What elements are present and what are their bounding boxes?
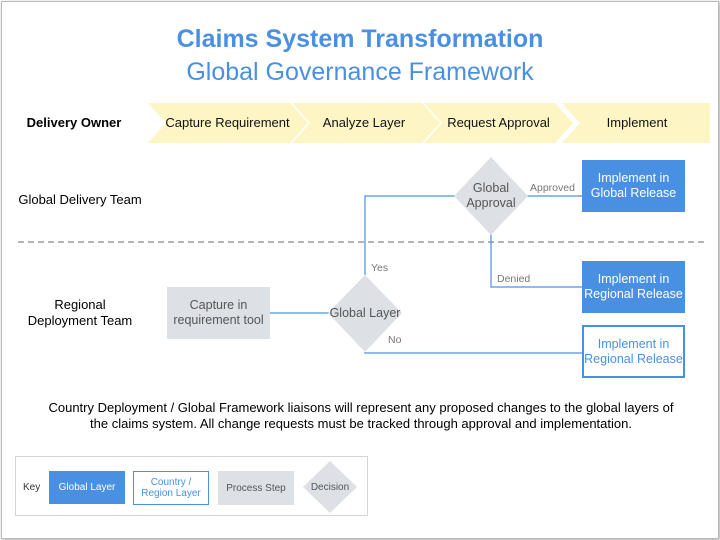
decision-global-approval-label-1: Global [472, 181, 510, 195]
legend-decision: Decision [310, 481, 350, 493]
connector-no [364, 352, 582, 354]
legend-region-line2: Region Layer [141, 488, 201, 499]
stage-label-capture: Capture Requirement [165, 115, 290, 130]
implement-regional-release-denied: Implement in Regional Release [582, 261, 685, 313]
key-decision-shape [303, 461, 357, 513]
stage-label-request: Request Approval [447, 115, 550, 130]
governance-note-line2: the claims system. All change requests m… [90, 416, 632, 431]
edge-label-no: No [388, 334, 402, 346]
stage-chevron-analyze [292, 103, 440, 143]
decision-global-layer-label: Global Layer [329, 306, 401, 320]
edge-label-approved: Approved [530, 182, 575, 194]
implement-regional-release-no: Implement in Regional Release [582, 325, 685, 378]
diagram-title: Claims System Transformation [176, 25, 544, 53]
stage-chevron-capture [148, 103, 308, 143]
diagram-subtitle: Global Governance Framework [186, 58, 534, 86]
lane-label-regional-2: Deployment Team [27, 313, 133, 328]
legend-key-label: Key [23, 482, 41, 493]
connector-denied [490, 234, 582, 288]
stage-chevron-implement [562, 103, 710, 143]
legend-global-layer: Global Layer [49, 471, 125, 504]
stage-label-implement: Implement [606, 115, 668, 130]
decision-global-approval-label-2: Approval [466, 196, 516, 210]
edge-label-yes: Yes [371, 262, 389, 274]
implement-regional-denied-line1: Implement in [597, 272, 670, 286]
stage-label-analyze: Analyze Layer [322, 115, 406, 130]
legend-region-line1: Country / [150, 477, 192, 488]
process-capture-in-tool: Capture in requirement tool [167, 287, 270, 339]
stage-chevron-request [424, 103, 573, 143]
connector-yes [364, 195, 456, 275]
implement-global-line1: Implement in [597, 171, 670, 185]
decision-global-approval [454, 157, 528, 235]
delivery-owner-label: Delivery Owner [26, 115, 122, 130]
implement-regional-denied-line2: Regional Release [584, 287, 683, 301]
process-capture-line2: requirement tool [173, 313, 264, 327]
decision-global-layer [328, 275, 402, 352]
legend-process-step: Process Step [218, 471, 294, 505]
legend-frame [15, 456, 368, 516]
process-capture-line1: Capture in [189, 298, 248, 312]
governance-note: Country Deployment / Global Framework li… [18, 400, 704, 432]
implement-regional-no-line2: Regional Release [584, 351, 683, 366]
governance-note-line1: Country Deployment / Global Framework li… [48, 400, 674, 415]
implement-global-line2: Global Release [590, 186, 677, 200]
implement-regional-no-line1: Implement in [597, 336, 670, 351]
legend-region-layer: Country / Region Layer [133, 471, 209, 505]
lane-label-global: Global Delivery Team [18, 192, 142, 207]
implement-global-release: Implement in Global Release [582, 160, 685, 212]
lane-label-regional-1: Regional [54, 297, 106, 312]
edge-label-denied: Denied [497, 273, 531, 285]
